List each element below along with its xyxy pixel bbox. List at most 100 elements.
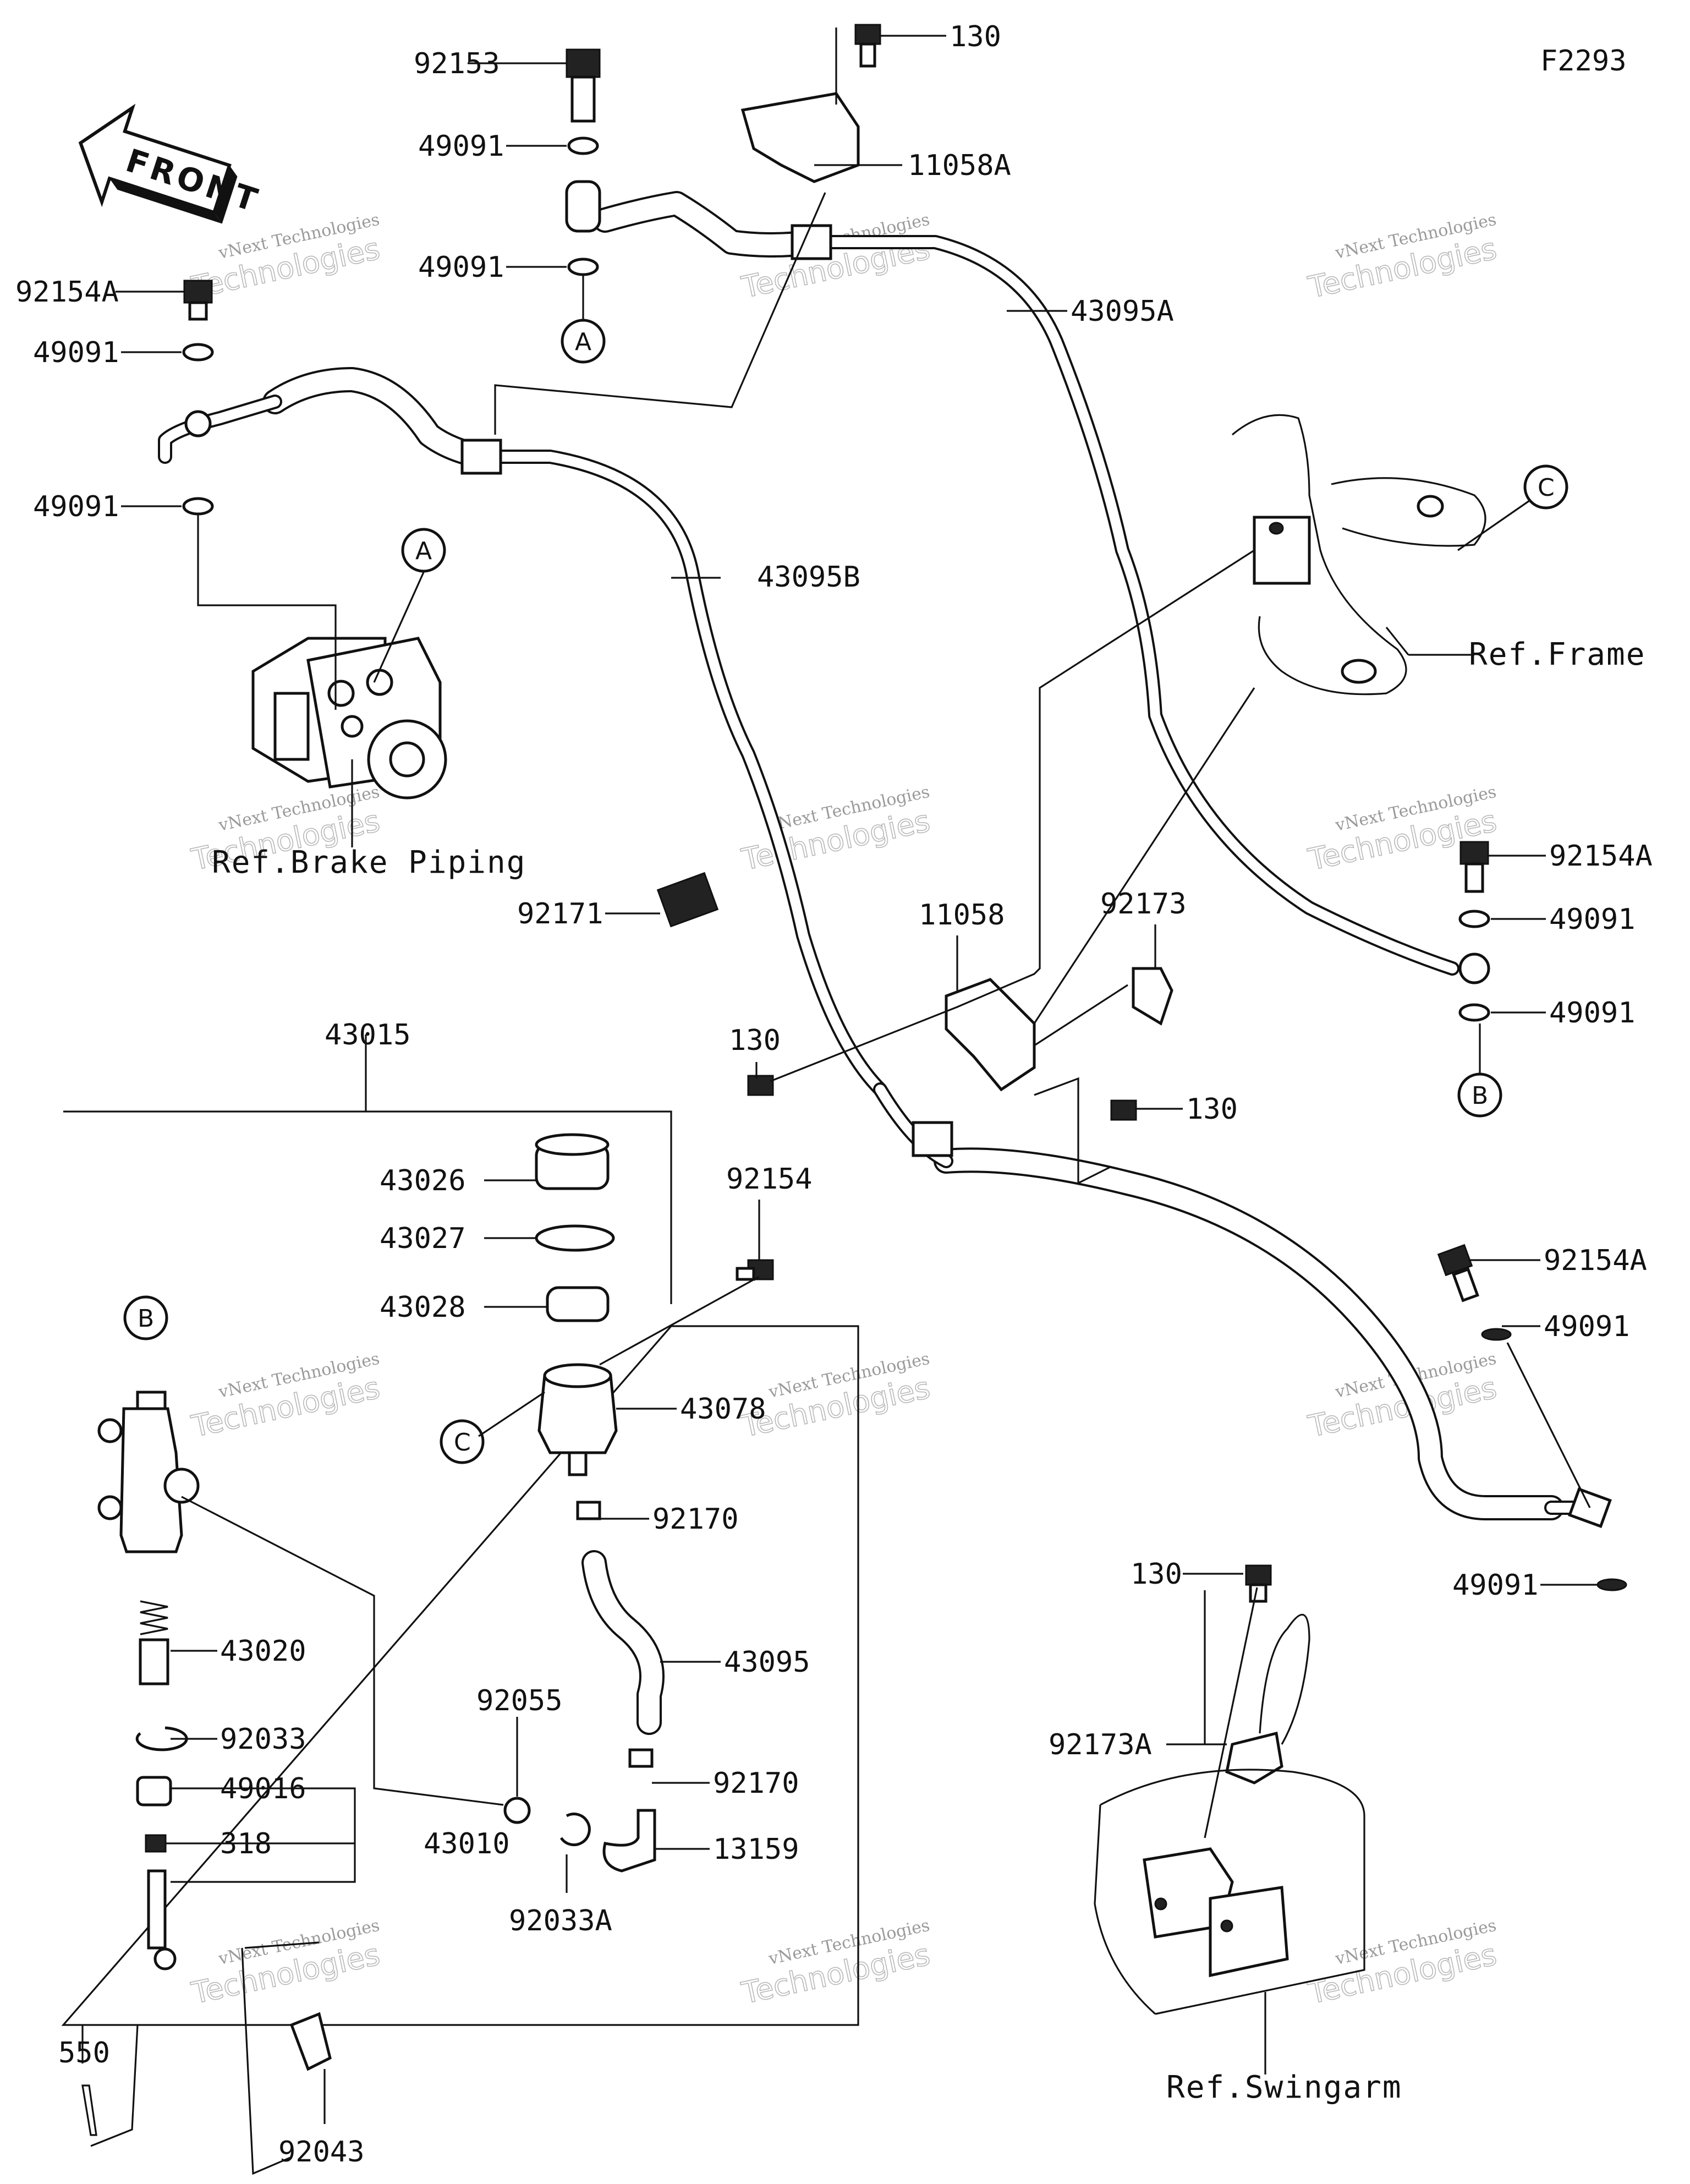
watermark: vNext Technologies Technologies	[738, 1916, 934, 2011]
svg-text:C: C	[1538, 474, 1555, 502]
circle-markers: A A C B B C	[123, 319, 1568, 1464]
label-11058: 11058	[919, 899, 1005, 932]
label-130-low: 130	[1131, 1558, 1182, 1591]
clamp-92170-a	[576, 1501, 601, 1520]
marker-b-master	[123, 1295, 168, 1340]
label-49091-g: 49091	[1544, 1310, 1630, 1343]
diagram-code: F2293	[1540, 45, 1627, 78]
bolt-head-92153	[566, 48, 601, 78]
washer-49091-h	[1596, 1578, 1627, 1591]
label-130-mid: 130	[729, 1024, 781, 1057]
joint-block-left	[460, 439, 502, 475]
fitting-13159	[602, 1809, 656, 1873]
label-92055: 92055	[476, 1684, 563, 1717]
brake-lines	[158, 191, 1592, 1520]
clamp-92170-b	[628, 1748, 654, 1768]
banjo-fitting-top	[565, 180, 601, 233]
label-49091-h: 49091	[1452, 1569, 1539, 1602]
label-43078: 43078	[680, 1393, 766, 1426]
bracket-11058A	[740, 92, 860, 183]
washer-49091-g	[1481, 1328, 1512, 1341]
marker-a-abs	[401, 528, 446, 573]
boot-49016	[136, 1776, 172, 1807]
plate-43028	[546, 1286, 610, 1322]
banjo-fitting-left	[184, 410, 212, 437]
label-318: 318	[220, 1827, 272, 1860]
clevis	[153, 1947, 177, 1970]
label-92154A-right2: 92154A	[1544, 1244, 1647, 1277]
label-92043: 92043	[278, 2136, 365, 2169]
marker-c-frame	[1523, 464, 1568, 510]
front-direction-arrow: FRONT	[78, 103, 265, 224]
label-92170-a: 92170	[652, 1503, 739, 1536]
fittings	[182, 24, 1627, 1603]
label-43020: 43020	[220, 1635, 306, 1668]
svg-text:B: B	[1472, 1082, 1488, 1110]
svg-text:B: B	[138, 1305, 154, 1333]
label-49091-d: 49091	[33, 490, 119, 523]
label-130-right: 130	[1186, 1093, 1238, 1126]
label-43015: 43015	[325, 1019, 411, 1052]
washer-49091-d	[182, 497, 214, 516]
washer-49091-f	[1458, 1003, 1490, 1022]
watermark: vNext Technologies Technologies	[188, 210, 383, 305]
bracket-11058	[945, 978, 1036, 1092]
master-cylinder-body	[119, 1407, 183, 1553]
label-11058A: 11058A	[908, 149, 1011, 182]
label-130-top: 130	[950, 20, 1001, 53]
washer-49091-a	[567, 136, 599, 155]
joint-block-lower	[912, 1121, 953, 1157]
piston-43020	[139, 1638, 169, 1685]
label-92154A-left: 92154A	[15, 276, 119, 309]
push-rod	[147, 1869, 167, 1950]
label-49091-c: 49091	[33, 336, 119, 369]
leader-lines	[81, 28, 1598, 2175]
pin-92043	[289, 2012, 332, 2071]
abs-unit-reference	[251, 637, 447, 800]
oring-92055	[503, 1797, 531, 1824]
label-ref-brake-piping: Ref.Brake Piping	[212, 845, 526, 880]
label-43095A: 43095A	[1071, 295, 1174, 328]
label-92173: 92173	[1100, 888, 1187, 921]
clamp-92173A	[1225, 1731, 1283, 1785]
pad-92171	[656, 872, 719, 928]
svg-text:C: C	[454, 1428, 471, 1457]
watermark: vNext Technologies Technologies	[188, 1916, 383, 2011]
label-49091-f: 49091	[1549, 997, 1636, 1030]
reservoir-parts	[503, 1133, 665, 1873]
label-ref-swingarm: Ref.Swingarm	[1166, 2070, 1402, 2105]
banjo-fitting-right	[1458, 953, 1490, 984]
bolt-shank-92153	[570, 75, 596, 123]
label-92171: 92171	[517, 897, 603, 930]
label-43028: 43028	[380, 1291, 466, 1324]
label-92154A-right1: 92154A	[1549, 840, 1653, 873]
label-43027: 43027	[380, 1222, 466, 1255]
circlip-92033	[135, 1726, 188, 1751]
label-ref-frame: Ref.Frame	[1469, 637, 1645, 672]
label-92154: 92154	[726, 1163, 813, 1196]
watermark: vNext Technologies Technologies	[1305, 210, 1500, 305]
master-cylinder-assembly-box	[61, 1110, 859, 2026]
washer-49091-c	[182, 343, 214, 362]
label-92033: 92033	[220, 1723, 306, 1756]
label-92033A: 92033A	[509, 1904, 612, 1937]
cotter-pin-550	[81, 2084, 97, 2136]
label-43026: 43026	[380, 1164, 466, 1197]
bolt-130-mid	[747, 1075, 774, 1096]
bolt-head-92154A-lower	[1437, 1244, 1473, 1277]
bolt-130-low	[1245, 1564, 1272, 1586]
label-13159: 13159	[713, 1833, 799, 1866]
svg-text:A: A	[415, 537, 432, 565]
circlip-92033A	[559, 1813, 591, 1847]
label-49091-e: 49091	[1549, 903, 1636, 936]
washer-49091-b	[567, 258, 599, 276]
label-92173A: 92173A	[1049, 1728, 1152, 1761]
bolt-130-top	[854, 24, 881, 45]
label-550: 550	[58, 2037, 110, 2070]
watermark: vNext Technologies Technologies	[188, 1349, 383, 1444]
label-43095B: 43095B	[757, 561, 860, 594]
master-cylinder-parts	[81, 1391, 332, 2136]
bolt-head-92154A-right	[1459, 841, 1489, 865]
brackets	[740, 92, 1310, 1785]
